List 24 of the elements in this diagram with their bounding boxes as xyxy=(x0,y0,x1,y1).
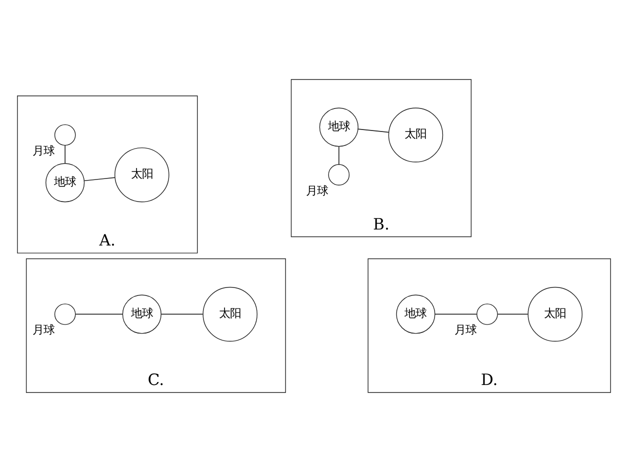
connector xyxy=(434,313,478,314)
node-circle: 太阳 xyxy=(388,107,444,162)
connector xyxy=(338,146,340,164)
node-label: 月球 xyxy=(32,322,54,336)
connector xyxy=(75,313,124,314)
connector xyxy=(497,313,528,314)
node-circle: 地球 xyxy=(319,107,358,146)
node-circle xyxy=(54,124,76,146)
node-label: 月球 xyxy=(454,322,476,336)
node-circle: 太阳 xyxy=(202,286,258,342)
node-label: 月球 xyxy=(306,182,328,197)
node-circle: 地球 xyxy=(122,294,162,334)
node-circle xyxy=(328,164,350,185)
connector xyxy=(358,128,390,132)
node-label: 月球 xyxy=(32,142,54,157)
node-circle: 地球 xyxy=(46,162,85,202)
connector xyxy=(84,176,116,181)
connector xyxy=(160,313,204,314)
node-circle: 太阳 xyxy=(114,146,170,202)
node-circle: 太阳 xyxy=(528,286,582,342)
node-circle: 地球 xyxy=(396,294,436,334)
node-circle xyxy=(54,303,76,324)
connector xyxy=(64,144,66,164)
node-circle xyxy=(476,303,498,324)
